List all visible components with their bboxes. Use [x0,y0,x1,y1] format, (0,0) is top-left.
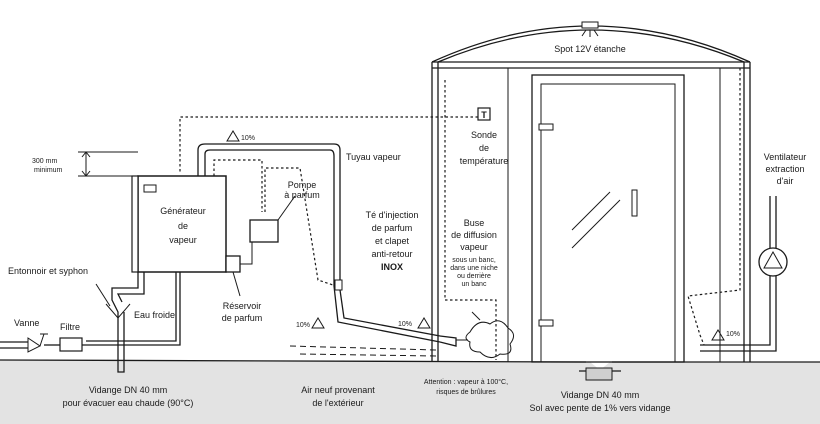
drain-right-label: Vidange DN 40 mm [561,390,639,400]
nozzle-label: Buse [464,218,485,228]
svg-text:de diffusion: de diffusion [451,230,497,240]
scent-pump [249,195,296,243]
valve-label: Vanne [14,318,39,328]
steam-nozzle [439,311,514,358]
floor [0,359,820,424]
svg-text:de: de [479,143,489,153]
water-supply [0,272,181,353]
svg-text:extraction: extraction [765,164,804,174]
svg-text:ou derrière: ou derrière [457,273,491,280]
steam-pipe-label: Tuyau vapeur [346,152,401,162]
min-height-dimension [78,151,138,177]
svg-text:INOX: INOX [381,262,403,272]
svg-text:T: T [481,110,487,120]
valve-icon [27,333,48,353]
steam-generator: Générateur de vapeur [131,175,227,273]
glass-door [531,74,685,363]
svg-text:de parfum: de parfum [222,313,263,323]
sauna-cabin [431,21,751,363]
spot-label: Spot 12V étanche [554,44,626,54]
floor-drain [585,367,613,381]
injection-tee-label: Té d'injection [366,210,419,220]
slope-label-mid: 10% [398,321,412,328]
triangle-slope-icon [226,130,725,341]
fresh-air-flow [289,345,437,357]
temperature-sensor: T [179,107,491,172]
svg-text:Générateur: Générateur [160,206,206,216]
svg-text:dans une niche: dans une niche [450,265,498,272]
svg-text:et clapet: et clapet [375,236,410,246]
spot-icon [581,21,599,37]
fan-label: Ventilateur [764,152,807,162]
door-handle [631,189,638,217]
warning-label: Attention : vapeur à 100°C, [424,378,508,386]
hinge-icon [538,123,554,327]
slope-label-top: 10% [241,135,255,142]
filter-label: Filtre [60,322,80,332]
svg-text:à parfum: à parfum [284,190,320,200]
fan-icon [700,196,788,352]
svg-text:de parfum: de parfum [372,223,413,233]
slope-label-right: 10% [726,331,740,338]
svg-text:de l'extérieur: de l'extérieur [312,398,363,408]
cold-water-label: Eau froide [134,310,175,320]
drain-left [95,272,145,373]
svg-text:anti-retour: anti-retour [371,249,412,259]
drain-left-label: Vidange DN 40 mm [89,385,167,395]
slope-label-left: 10% [296,322,310,329]
sensor-label: Sonde [471,130,497,140]
svg-text:un banc: un banc [462,281,487,288]
steam-pipe [197,143,441,343]
reservoir-label: Réservoir [223,301,262,311]
svg-text:risques de brûlures: risques de brûlures [436,389,496,396]
fresh-air-label: Air neuf provenant [301,385,375,395]
nozzle-note: sous un banc, [452,257,496,264]
filter [59,337,83,352]
svg-text:température: température [460,156,509,166]
svg-text:Sol avec pente de 1% vers vida: Sol avec pente de 1% vers vidange [529,403,670,413]
min-height-label: 300 mm [32,158,57,165]
scent-reservoir [225,242,253,297]
pump-label: Pompe [288,180,317,190]
svg-text:de: de [178,221,188,231]
svg-text:vapeur: vapeur [169,235,197,245]
svg-text:vapeur: vapeur [460,242,488,252]
svg-text:pour évacuer eau chaude (90°C): pour évacuer eau chaude (90°C) [63,398,194,408]
svg-text:d'air: d'air [777,176,794,186]
funnel-label: Entonnoir et syphon [8,266,88,276]
svg-text:minimum: minimum [34,167,63,174]
